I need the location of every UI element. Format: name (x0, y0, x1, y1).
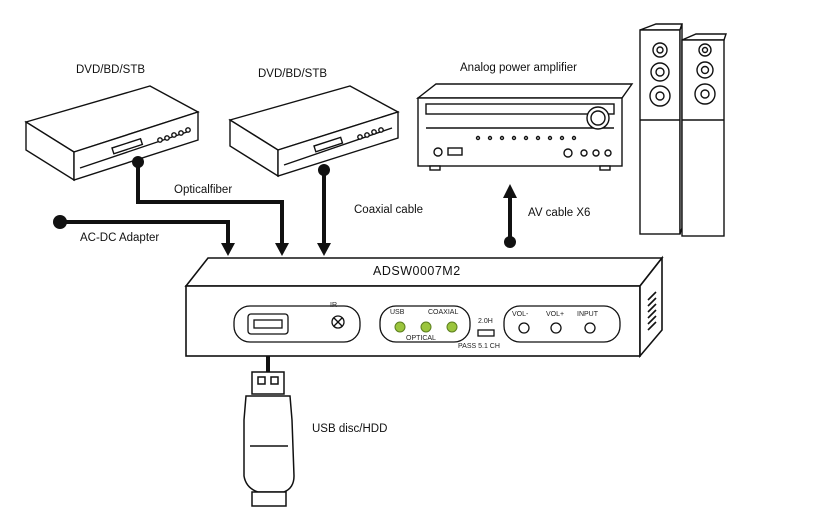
usb-led (394, 321, 406, 333)
coaxial-led-label: COAXIAL (428, 309, 459, 316)
speaker-left (639, 23, 683, 235)
dvd-player-middle (228, 85, 400, 178)
coaxial-cable-label: Coaxial cable (354, 204, 424, 216)
vol-minus-label: VOL- (512, 311, 529, 318)
status-leds (394, 321, 458, 333)
optical-cable-label: Opticalfiber (174, 184, 233, 196)
optical-led-label: OPTICAL (406, 335, 436, 342)
mode-20-label: 2.0H (478, 318, 493, 325)
input-label: INPUT (577, 311, 598, 318)
device-model-label: ADSW0007M2 (373, 264, 461, 278)
speaker-right (681, 33, 727, 237)
vol-plus-label: VOL+ (546, 311, 565, 318)
usb-disc-label: USB disc/HDD (312, 423, 388, 435)
coaxial-led (446, 321, 458, 333)
usb-stick (243, 371, 295, 507)
dvd-left-label: DVD/BD/STB (76, 64, 146, 76)
adapter-label: AC-DC Adapter (80, 232, 160, 244)
ir-label: IR (330, 302, 337, 309)
optical-led (420, 321, 432, 333)
amplifier-label: Analog power amplifier (460, 62, 577, 74)
dvd-middle-label: DVD/BD/STB (258, 68, 328, 80)
amplifier (415, 83, 634, 171)
cable-ends (53, 156, 516, 248)
dvd-player-left (24, 85, 200, 182)
mode-51-label: PASS 5.1 CH (458, 343, 500, 350)
usb-led-label: USB (390, 309, 405, 316)
av-cable-label: AV cable X6 (528, 207, 591, 219)
cables (60, 162, 512, 376)
